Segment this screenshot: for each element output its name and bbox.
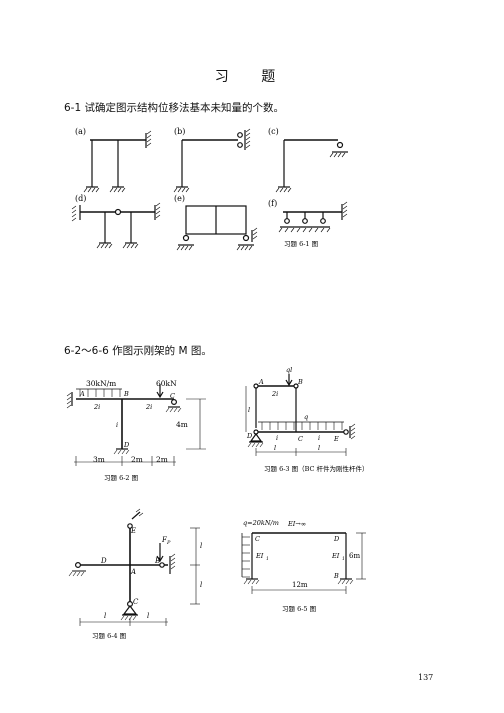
node-a-6-3: A — [258, 378, 264, 386]
dim-2-6-4: l — [200, 581, 202, 589]
stiff-1-6-3: i — [276, 434, 278, 442]
load-q-6-2: 30kN/m — [86, 379, 116, 388]
dim-2-6-3: l — [318, 444, 320, 452]
dim-2-6-2: 2m — [131, 455, 143, 464]
stiff-bc-6-2: 2i — [145, 403, 152, 411]
dim-1-6-2: 3m — [93, 455, 105, 464]
label-c: (c) — [268, 127, 279, 136]
stiff-top-6-5: EI→∞ — [287, 520, 306, 528]
label-f: (f) — [268, 199, 277, 208]
node-b-6-3: B — [297, 378, 303, 386]
dim-4-6-4: l — [147, 612, 149, 620]
caption-6-4: 习题 6-4 图 — [92, 632, 126, 640]
stiff-right-6-5: EI — [331, 552, 340, 560]
caption-6-5: 习题 6-5 图 — [282, 605, 316, 613]
dim-h-6-3: l — [248, 406, 250, 414]
node-d-6-5: D — [333, 535, 340, 543]
label-e: (e) — [174, 194, 185, 203]
dim-1-6-4: l — [200, 542, 202, 550]
node-d-6-4: D — [100, 557, 107, 565]
label-d: (d) — [75, 194, 86, 203]
node-a-6-4: A — [130, 568, 136, 576]
node-d-6-3: D — [246, 432, 253, 440]
question-6-2-6-6: 6-2～6-6 作图示刚架的 M 图。 — [64, 345, 212, 357]
load-q-6-3: q — [304, 413, 308, 421]
force-sub-6-4: P — [166, 540, 171, 546]
dim-3-6-4: l — [104, 612, 106, 620]
node-e-6-3: E — [333, 435, 339, 443]
page-number: 137 — [418, 673, 434, 682]
caption-6-2: 习题 6-2 图 — [104, 474, 138, 482]
load-q-6-5: q=20kN/m — [243, 519, 279, 527]
node-b-6-5: B — [333, 572, 339, 580]
stiff-left-6-5: EI — [255, 552, 264, 560]
load-p-6-2: 60kN — [156, 379, 177, 388]
label-a: (a) — [75, 127, 86, 136]
page-title: 习 题 — [214, 69, 290, 85]
node-d-6-2: D — [123, 441, 130, 449]
dim-3-6-2: 2m — [156, 455, 168, 464]
stiff-ab-6-2: 2i — [93, 403, 100, 411]
caption-6-1: 习题 6-1 图 — [284, 240, 318, 248]
label-b: (b) — [174, 127, 185, 136]
stiff-bd-6-2: i — [116, 421, 118, 429]
node-a-6-2: A — [79, 390, 85, 398]
node-c-6-4: C — [133, 598, 139, 606]
node-b-6-4: B — [154, 557, 160, 565]
dim-h-6-2: 4m — [176, 420, 188, 429]
node-e-6-4: E — [130, 527, 136, 535]
caption-6-3: 习题 6-3 图（BC 杆件为刚性杆件） — [264, 464, 369, 473]
stiff-2-6-3: i — [318, 434, 320, 442]
node-c-6-2: C — [170, 392, 175, 400]
node-c-6-3: C — [298, 435, 303, 443]
stiff-ab-6-3: 2i — [271, 390, 278, 398]
stiff-left-sub-6-5: 1 — [266, 556, 269, 562]
dim-w-6-5: 12m — [292, 581, 308, 589]
load-ql-6-3: ql — [286, 366, 292, 374]
dim-h-6-5: 6m — [349, 552, 360, 560]
question-6-1: 6-1 试确定图示结构位移法基本未知量的个数。 — [64, 102, 284, 114]
dim-1-6-3: l — [274, 444, 276, 452]
node-b-6-2: B — [123, 390, 129, 398]
stiff-right-sub-6-5: 1 — [342, 556, 345, 562]
force-f-6-4: F — [161, 536, 168, 544]
node-c-6-5: C — [255, 535, 260, 543]
